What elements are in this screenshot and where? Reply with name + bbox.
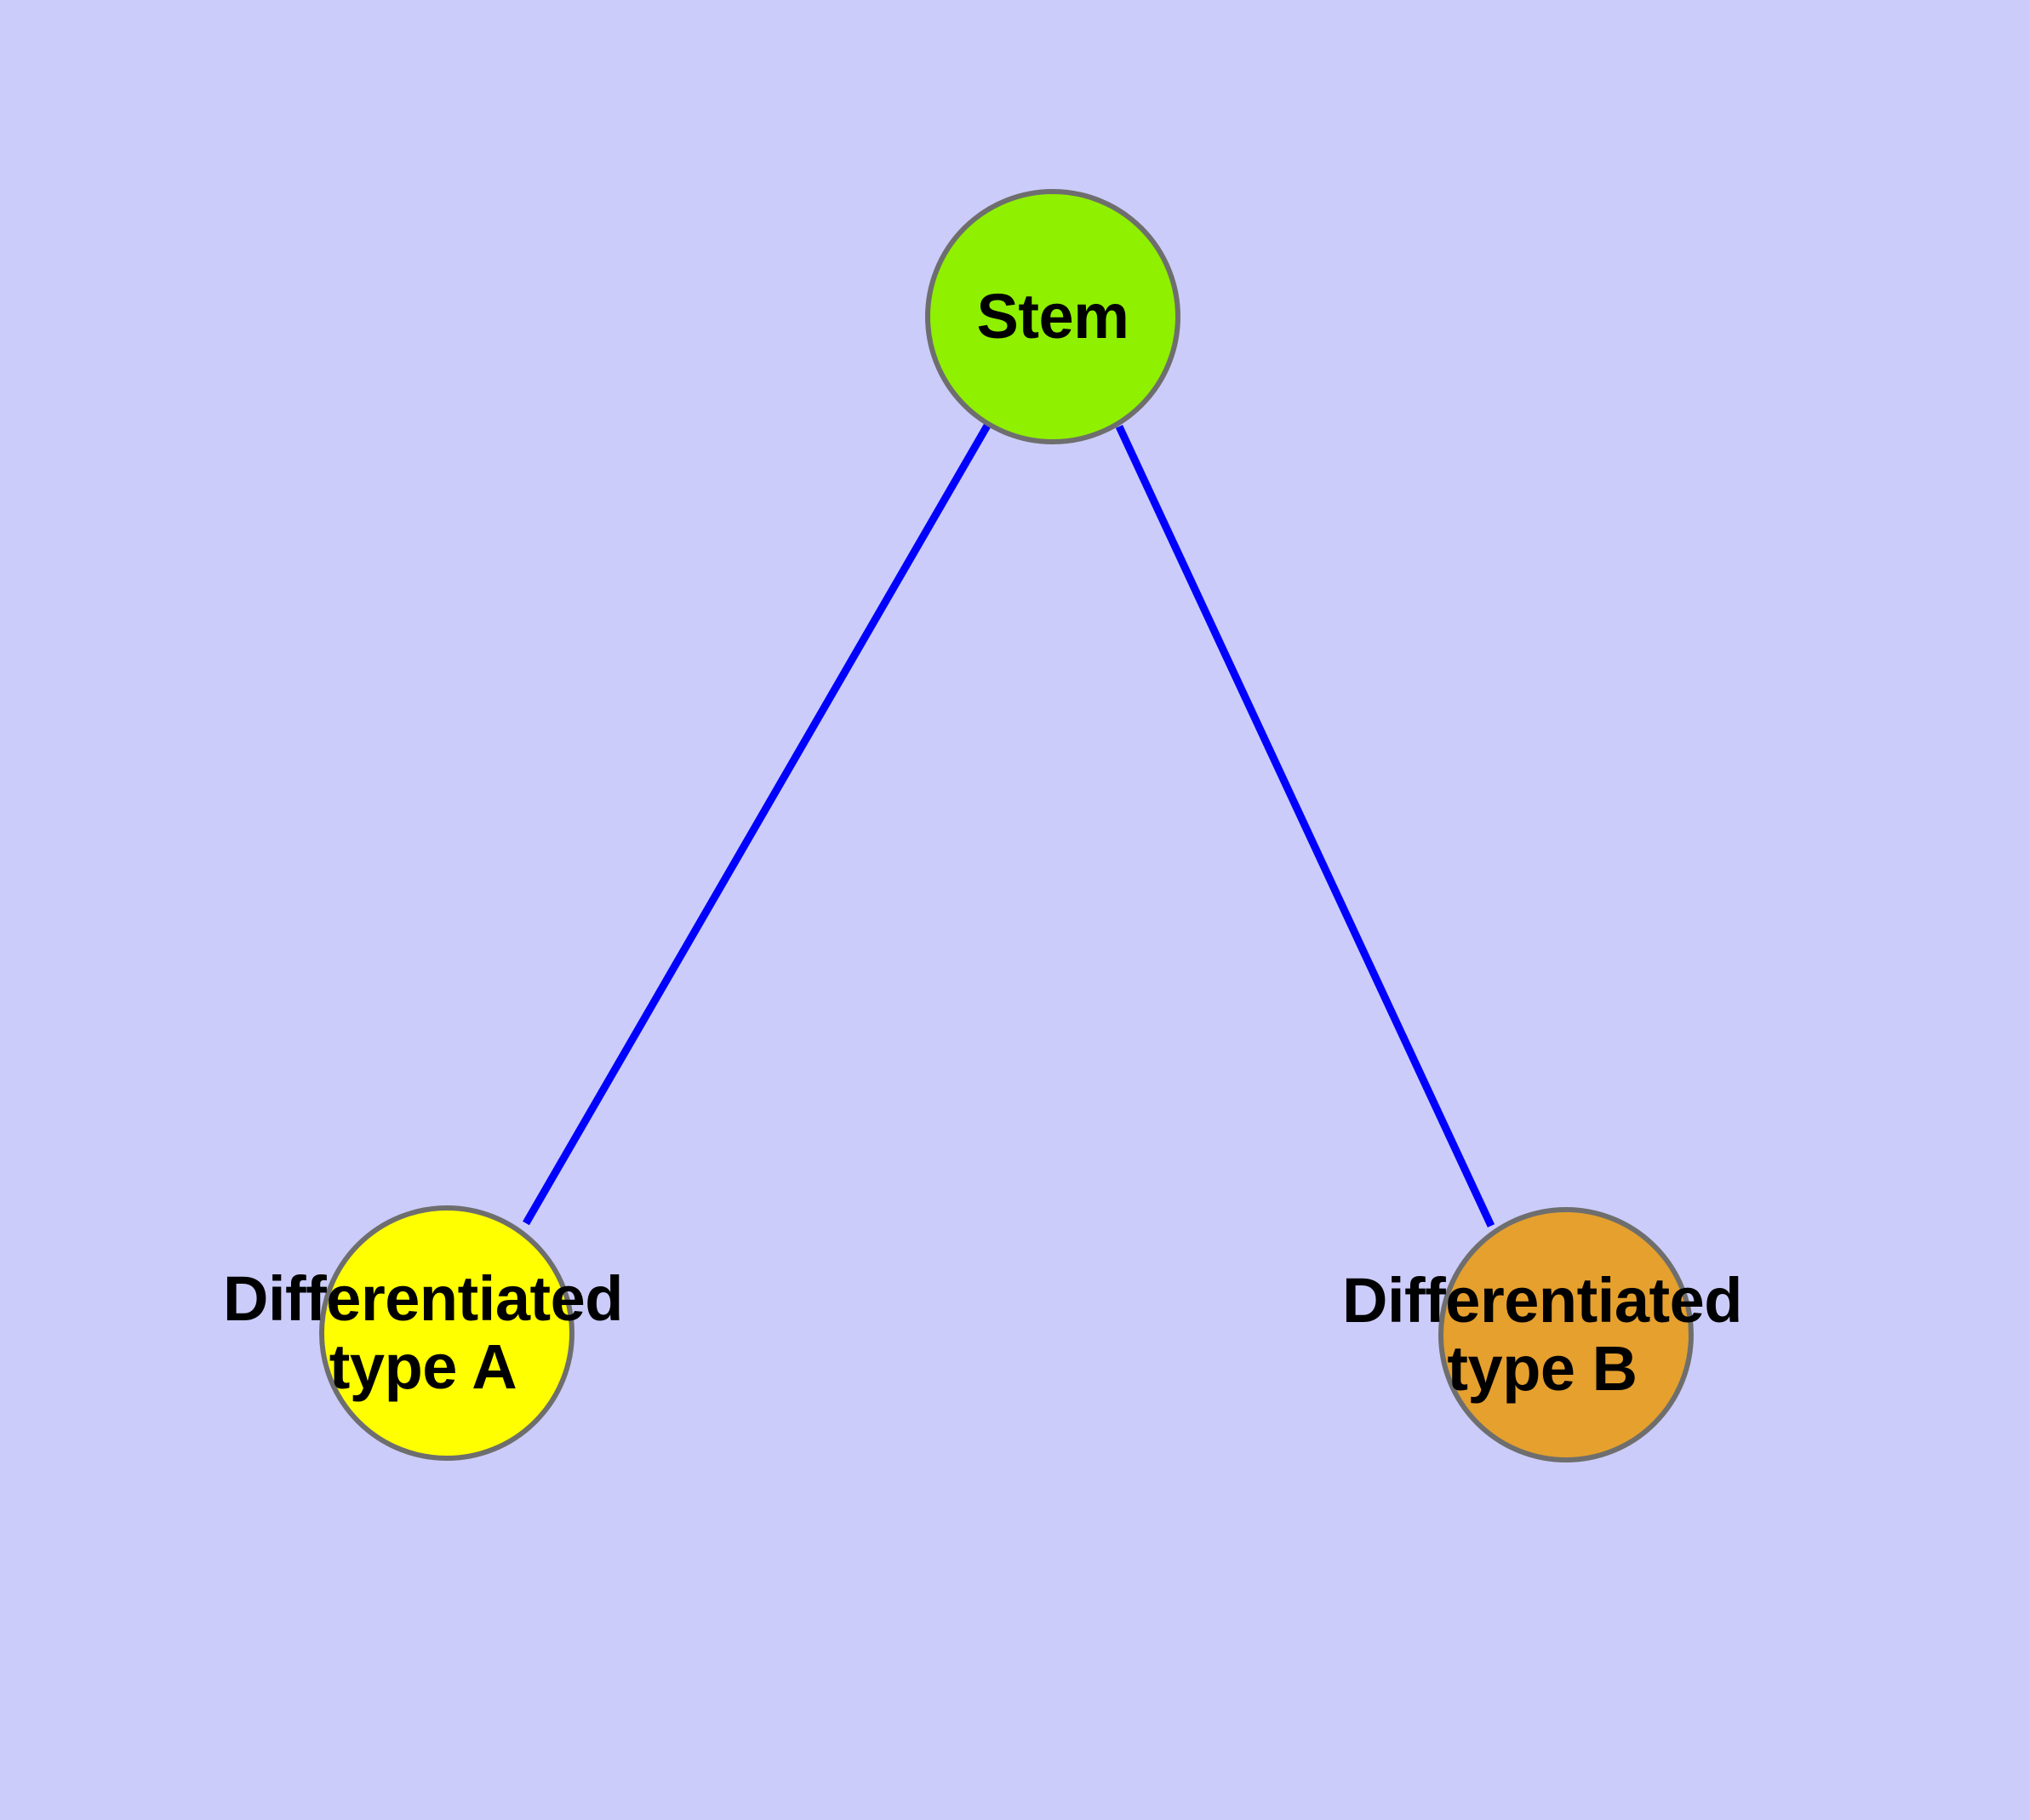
node-stem[interactable]	[925, 189, 1180, 444]
node-diff-type-a[interactable]	[319, 1205, 574, 1461]
node-label-diff-type-b: Differentiated type B	[1342, 1265, 1742, 1404]
edge-stem-to-type-b	[1115, 425, 1495, 1228]
node-label-stem: Stem	[976, 281, 1129, 352]
node-label-diff-type-a: Differentiated type A	[223, 1263, 623, 1402]
node-diff-type-b[interactable]	[1438, 1207, 1694, 1462]
edge-stem-to-type-a	[523, 423, 991, 1226]
